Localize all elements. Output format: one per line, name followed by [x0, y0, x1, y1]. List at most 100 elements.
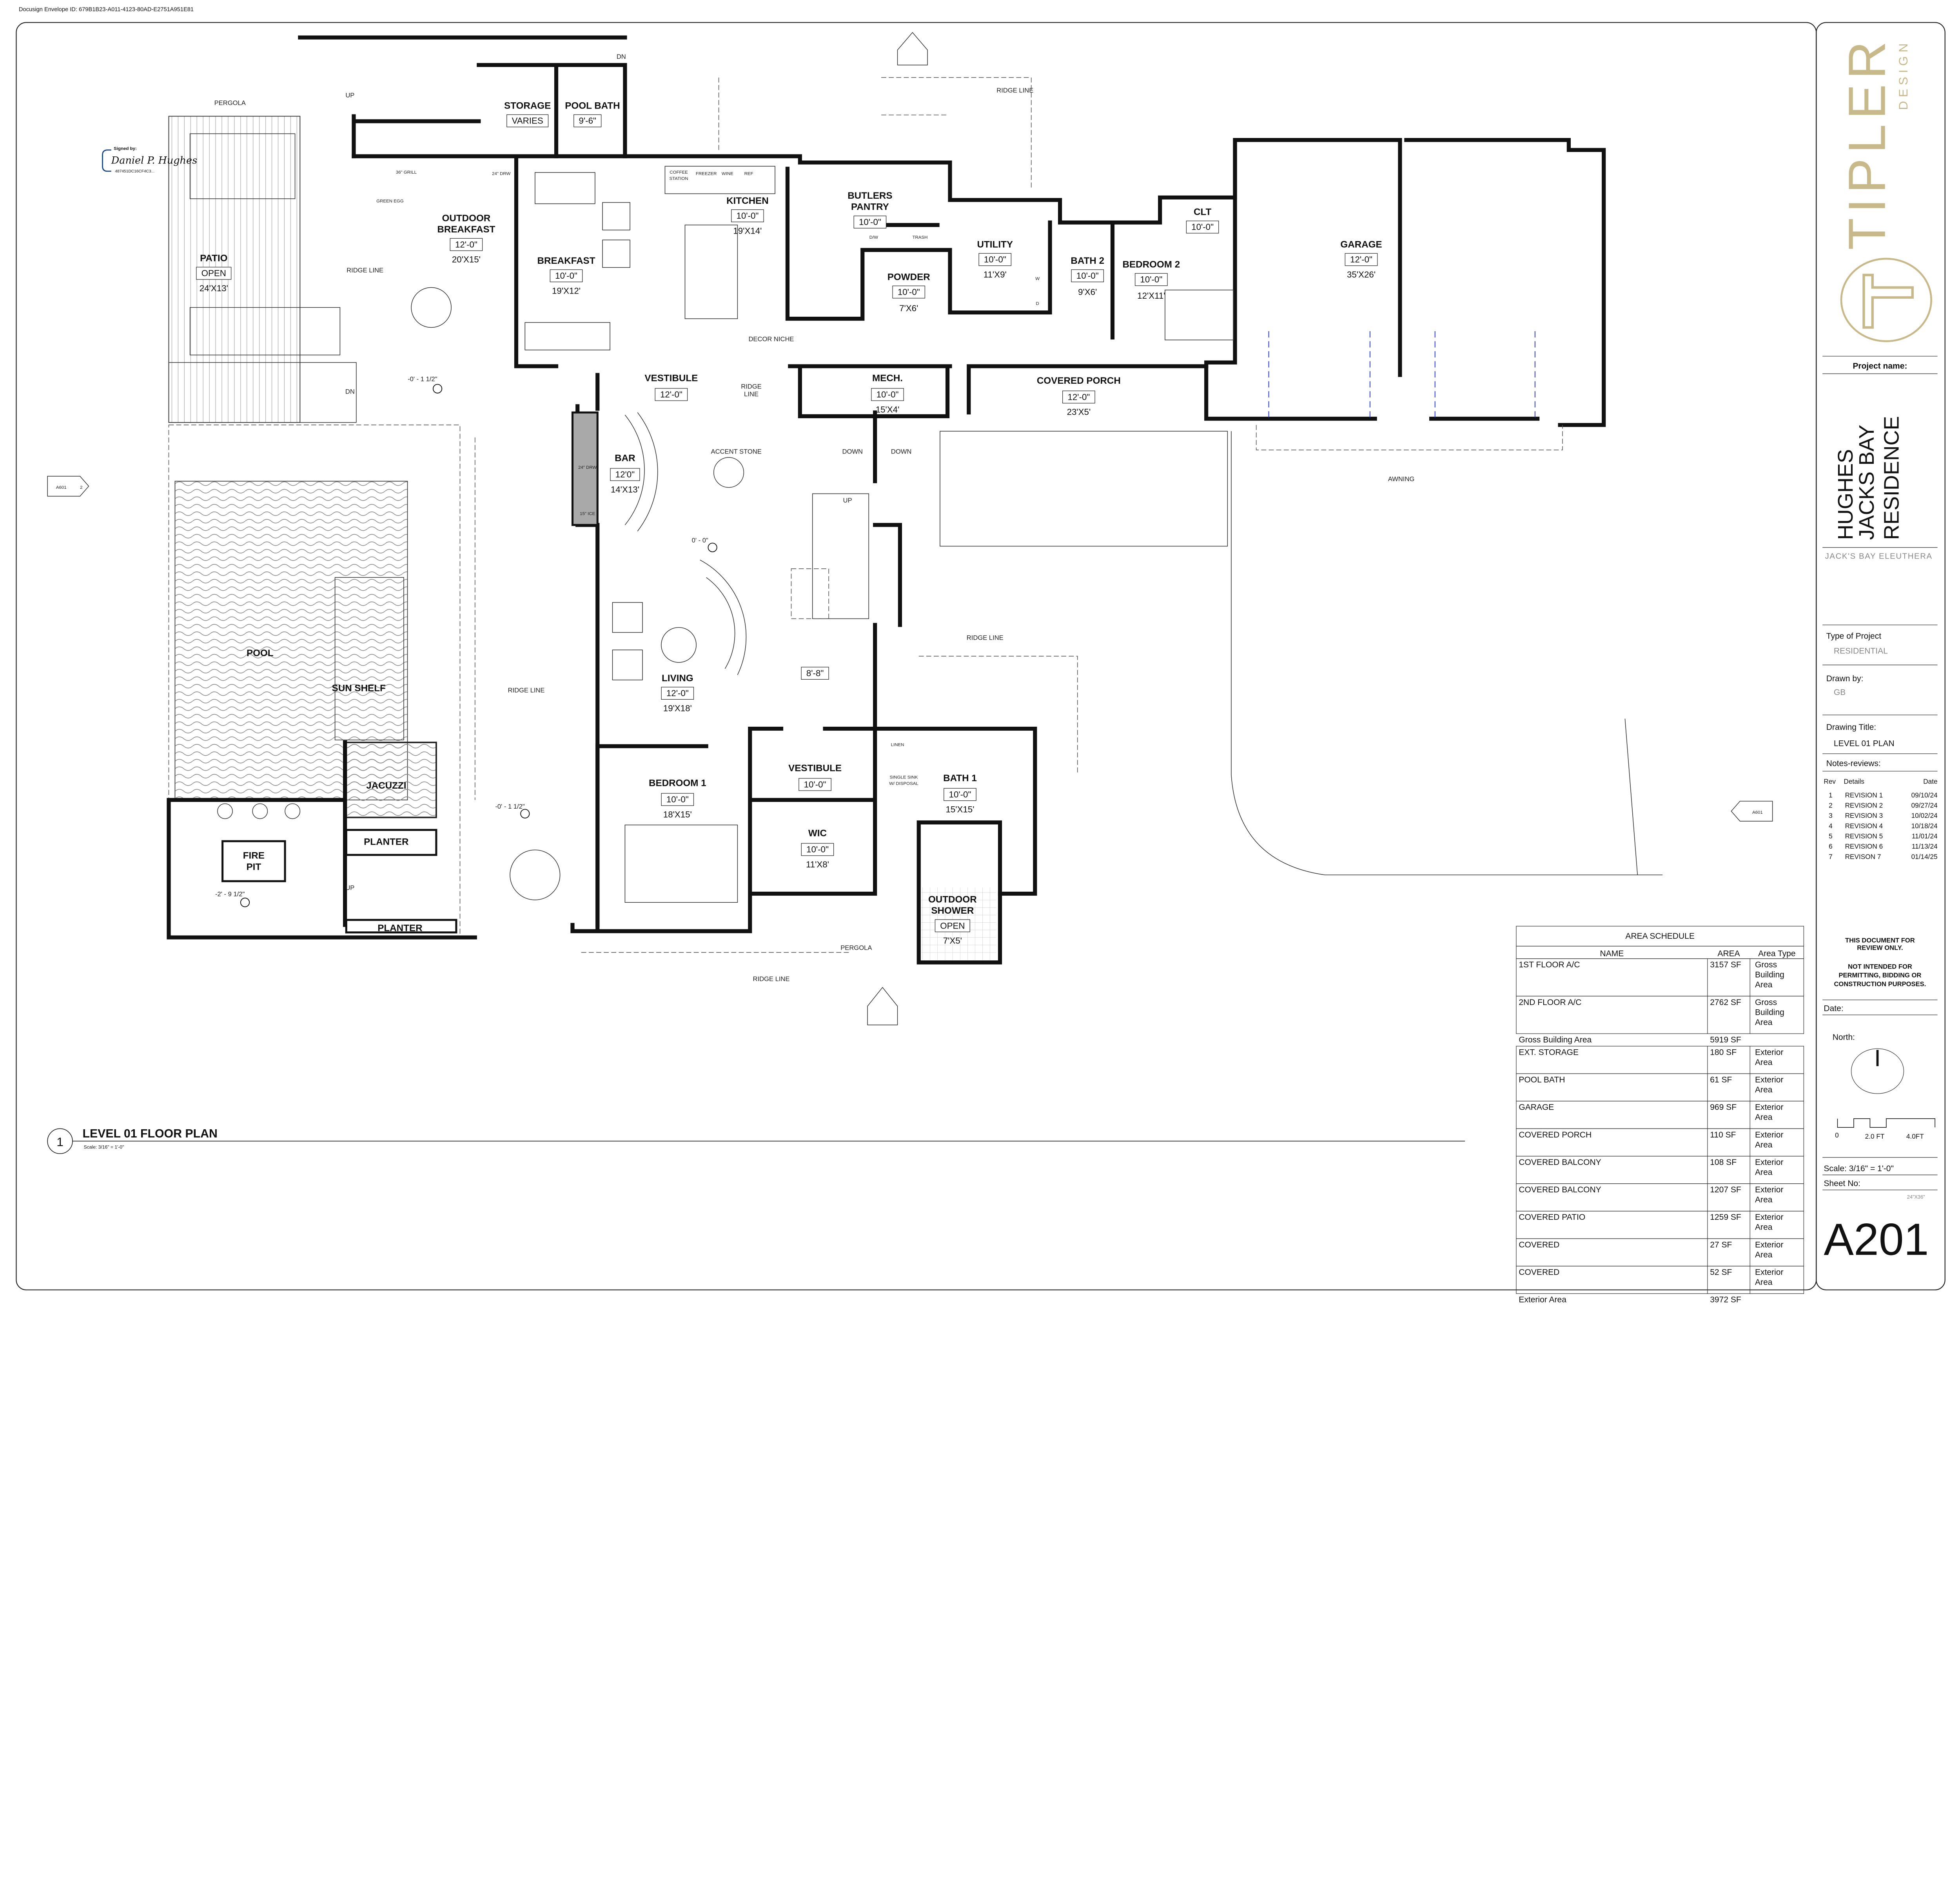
room-height-storage: VARIES [512, 116, 543, 126]
view-title-text: LEVEL 01 FLOOR PLAN [82, 1127, 217, 1140]
label-linen: LINEN [891, 743, 904, 747]
schedule-total-name: Exterior Area [1519, 1295, 1566, 1304]
sheet-no-label: Sheet No: [1824, 1179, 1860, 1188]
view-number: 1 [56, 1135, 64, 1149]
kitchen-counter [664, 166, 775, 194]
note-dn: DN [345, 388, 355, 395]
room-size-kitchen: 19'X14' [733, 226, 762, 236]
scale-bar-4ft: 4.0FT [1906, 1132, 1924, 1140]
bed [1165, 289, 1234, 341]
room-height-wic: 10'-0" [806, 845, 829, 854]
project-location: JACK'S BAY ELEUTHERA [1825, 552, 1933, 561]
section-marker-icon[interactable] [47, 476, 89, 497]
scale-bar-2ft: 2.0 FT [1865, 1132, 1885, 1140]
schedule-area: 1259 SF [1710, 1213, 1741, 1222]
revision-details: REVISION 1 [1845, 791, 1883, 799]
revision-date: 01/14/25 [1911, 853, 1938, 860]
room-height-vestibule2: 10'-0" [804, 780, 826, 789]
tipler-logo: TIPLER DESIGN [1838, 36, 1933, 342]
room-name-outdoor-breakfast: OUTDOOR [442, 213, 491, 223]
schedule-name: COVERED PATIO [1519, 1213, 1585, 1222]
type-of-project-label: Type of Project [1826, 631, 1881, 640]
sheet-size: 24"X36" [1907, 1194, 1925, 1200]
room-name-powder: POWDER [887, 272, 930, 282]
ceiling-height-tag [935, 919, 970, 932]
ceiling-height-tag [801, 667, 829, 680]
room-height-bath1: 10'-0" [949, 789, 971, 799]
room-height-outdoor-breakfast: 12'-0" [455, 239, 477, 249]
room-name-vestibule2: VESTIBULE [788, 763, 842, 773]
schedule-name: 2ND FLOOR A/C [1519, 998, 1581, 1007]
ceiling-height-tag [1071, 269, 1104, 282]
ceiling-height-tag [978, 253, 1012, 266]
section-marker-label: A601 [56, 485, 67, 490]
schedule-header: AREA [1717, 949, 1740, 958]
revision-number: 2 [1829, 802, 1833, 809]
note-ridge-line: RIDGE LINE [996, 87, 1033, 94]
room-size-bar: 14'X13' [611, 484, 639, 494]
ceiling-height-tag [1186, 220, 1219, 234]
sofa [534, 172, 595, 204]
schedule-area: 3157 SF [1710, 960, 1741, 969]
revision-date: 11/13/24 [1912, 842, 1938, 850]
room-name-kitchen: KITCHEN [726, 196, 769, 206]
revision-details: REVISION 2 [1845, 802, 1883, 809]
bar-counter [624, 412, 658, 532]
label-wine: WINE [722, 171, 733, 176]
north-arrow-icon [1851, 1048, 1904, 1094]
view-scale: Scale: 3/16" = 1'-0" [84, 1144, 124, 1150]
label-wine-drw: 24" DRW [578, 465, 597, 470]
sheet-number: A201 [1824, 1215, 1929, 1265]
date-label: Date: [1824, 1004, 1843, 1013]
revision-number: 7 [1829, 853, 1833, 860]
ceiling-height-tag [944, 788, 976, 801]
ceiling-height-tag [196, 267, 232, 280]
room-height-pool-bath: 9'-6" [579, 116, 596, 126]
signature-stamp: Signed by: Daniel P. Hughes 487451DC16CF… [102, 147, 197, 174]
room-name-butlers: BUTLERS [848, 190, 892, 201]
scale-bar-0: 0 [1835, 1131, 1839, 1139]
disclaimer: NOT INTENDED FOR [1848, 963, 1912, 970]
breakfast-table [524, 322, 610, 350]
room-labels: STORAGE VARIES POOL BATH 9'-6" OUTDOOR B… [196, 100, 1382, 946]
note-up: UP [345, 92, 354, 99]
section-marker-icon[interactable] [1731, 801, 1773, 822]
outdoor-shower-walls [916, 820, 1002, 965]
schedule-area: 2762 SF [1710, 998, 1741, 1007]
elevation-marker: -0' - 1 1/2" [495, 803, 525, 810]
room-name-outdoor-breakfast-2: BREAKFAST [437, 224, 495, 235]
envelope-id: Docusign Envelope ID: 679B1B23-A011-4123… [19, 7, 194, 13]
label-coffee: COFFEE [670, 170, 688, 175]
schedule-name: COVERED BALCONY [1519, 1158, 1601, 1167]
room-name-living: LIVING [662, 673, 693, 684]
room-name-bar: BAR [615, 453, 635, 464]
schedule-area: 180 SF [1710, 1048, 1737, 1057]
room-height-utility: 10'-0" [984, 255, 1006, 265]
room-name-clt: CLT [1194, 207, 1211, 217]
schedule-area: 27 SF [1710, 1240, 1732, 1249]
room-size-living: 19'X18' [663, 703, 692, 713]
patio-steps [168, 362, 357, 423]
schedule-name: COVERED [1519, 1268, 1559, 1277]
logo-text: TIPLER [1838, 36, 1896, 250]
note-ridge-line: RIDGE LINE [753, 975, 789, 983]
room-height-patio: OPEN [201, 268, 226, 278]
details-header: Details [1844, 777, 1864, 785]
note-up: UP [843, 497, 852, 504]
label-sink: SINGLE SINK [889, 775, 918, 780]
ceiling-height-tag [1135, 273, 1168, 286]
scale-label: Scale: 3/16" = 1'-0" [1824, 1164, 1894, 1173]
room-name-pool-bath: POOL BATH [565, 100, 620, 111]
floor-plan [167, 35, 1663, 965]
note-ridge-line: RIDGE LINE [967, 634, 1004, 642]
room-height-bedroom2: 10'-0" [1140, 275, 1162, 285]
label-sink-disposal: W/ DISPOSAL [889, 782, 918, 786]
label-ref: REF [744, 171, 753, 176]
revision-details: REVISON 7 [1845, 853, 1881, 860]
section-marker-number: 2 [80, 485, 82, 490]
